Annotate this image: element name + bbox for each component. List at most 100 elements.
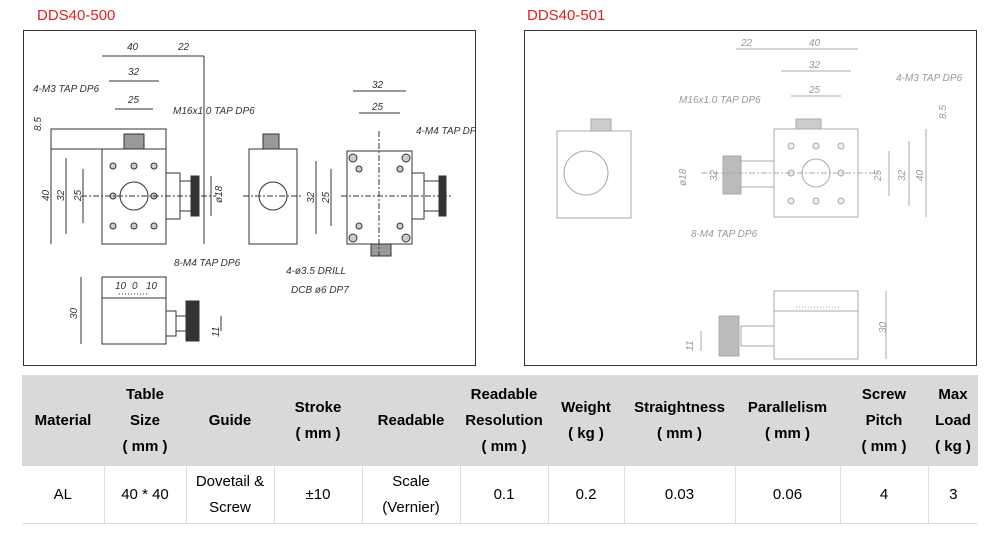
dim-v40: 40 [41, 189, 52, 201]
table-cell-text: 0.1 [493, 485, 515, 503]
dim-v32: 32 [56, 189, 67, 201]
table-cell: ±10 [274, 466, 363, 524]
label-m16-tap: M16x1.0 TAP DP6 [173, 106, 255, 117]
table-cell-text: (Vernier) [382, 498, 440, 516]
dim-h30: 30 [878, 321, 889, 333]
drawing-title-dds40-501: DDS40-501 [527, 7, 606, 24]
table-cell: 4 [840, 466, 929, 524]
table-cell-text: 0.06 [772, 485, 803, 503]
bottom-view [80, 276, 222, 345]
column-header-text: Max [938, 385, 968, 403]
column-header-text: Load [935, 411, 971, 429]
table-cell-text: 4 [879, 485, 889, 503]
label-8-m4-tap: 8-M4 TAP DP6 [691, 229, 758, 240]
table-cell: AL [22, 466, 105, 524]
column-header-text: ( mm ) [861, 437, 907, 455]
dim-r32: 32 [897, 169, 908, 181]
dim-r25: 25 [371, 102, 384, 113]
dim-v32: 32 [709, 169, 720, 181]
dim-22: 22 [740, 38, 753, 49]
label-dcb: DCB ø6 DP7 [291, 285, 349, 296]
top-view [701, 48, 927, 218]
column-header-text: Straightness [634, 398, 725, 416]
column-header: Weight ( kg ) [548, 375, 624, 466]
column-header-text: Pitch [865, 411, 903, 429]
bottom-view [700, 290, 887, 360]
label-m3-tap: 4-M3 TAP DP6 [33, 84, 100, 95]
dim-v25: 25 [73, 189, 84, 202]
dim-phi18: ø18 [678, 168, 689, 186]
dim-r32: 32 [372, 80, 384, 91]
side-view [556, 118, 632, 219]
dim-25: 25 [808, 85, 821, 96]
column-header-text: ( kg ) [935, 437, 971, 455]
dim-25: 25 [127, 95, 140, 106]
dim-8-5: 8.5 [33, 117, 44, 131]
column-header: Material [22, 375, 104, 466]
column-header-text: Parallelism [747, 398, 828, 416]
column-header-text: Resolution [465, 411, 543, 429]
right-view [315, 90, 451, 257]
table-cell-text: 0.03 [664, 485, 695, 503]
column-header-text: Screw [861, 385, 907, 403]
column-header: Parallelism ( mm ) [735, 375, 840, 466]
table-cell-text: Screw [209, 498, 251, 516]
top-view [50, 55, 216, 245]
column-header-text: Table [125, 385, 165, 403]
dim-r25: 25 [873, 169, 884, 182]
table-cell-text: AL [53, 485, 72, 503]
column-header-text: Readable [377, 411, 445, 429]
scale-10-right: 10 [146, 281, 158, 292]
column-header-text: Guide [208, 411, 252, 429]
column-header: Straightness ( mm ) [624, 375, 735, 466]
dim-h11: 11 [685, 341, 696, 351]
column-header-text: Material [34, 411, 92, 429]
table-cell: 0.2 [548, 466, 625, 524]
table-cell-text: 3 [949, 485, 958, 503]
dim-h30: 30 [69, 307, 80, 319]
dim-phi18: ø18 [214, 185, 225, 203]
table-cell-text: ±10 [305, 485, 331, 503]
label-8-m4-tap: 8-M4 TAP DP6 [174, 258, 241, 269]
table-cell: Scale (Vernier) [362, 466, 461, 524]
column-header-text: ( mm ) [765, 424, 810, 442]
column-header-text: Stroke [294, 398, 342, 416]
table-cell: Dovetail & Screw [186, 466, 275, 524]
column-header: Readable [362, 375, 460, 466]
table-row: AL 40 * 40 Dovetail & Screw ±10 Scale (Vernier… [22, 466, 978, 524]
table-cell-text: Dovetail & [195, 472, 265, 490]
dim-40: 40 [127, 42, 139, 53]
table-cell: 40 * 40 [104, 466, 187, 524]
dim-40: 40 [809, 38, 821, 49]
column-header-text: ( mm ) [657, 424, 702, 442]
table-cell: 0.03 [624, 466, 736, 524]
drawing-dds40-500: 40 22 32 25 4-M3 TAP DP6 M16x1.0 TAP DP6… [23, 30, 483, 366]
label-m3-tap: 4-M3 TAP DP6 [896, 73, 963, 84]
table-cell: 0.1 [460, 466, 549, 524]
column-header-text: ( mm ) [122, 437, 168, 455]
dim-h11: 11 [211, 327, 222, 337]
label-m16-tap: M16x1.0 TAP DP6 [679, 95, 761, 106]
column-header-text: ( kg ) [568, 424, 604, 442]
table-cell-text: 40 * 40 [121, 485, 169, 503]
column-header-text: Weight [561, 398, 611, 416]
table-cell: 0.06 [735, 466, 841, 524]
side-view [243, 133, 303, 245]
dim-rv25: 25 [321, 191, 332, 204]
dim-r40: 40 [915, 169, 926, 181]
scale-10-left: 10 [115, 281, 127, 292]
label-4-m4-tap: 4-M4 TAP DP6 [416, 126, 475, 137]
dim-rv32: 32 [306, 191, 317, 203]
dim-32: 32 [809, 60, 821, 71]
column-header: Guide [186, 375, 274, 466]
table-cell-text: 0.2 [575, 485, 597, 503]
table-cell-text: Scale [392, 472, 430, 490]
column-header-text: Size [129, 411, 160, 429]
column-header-text: ( mm ) [295, 424, 341, 442]
